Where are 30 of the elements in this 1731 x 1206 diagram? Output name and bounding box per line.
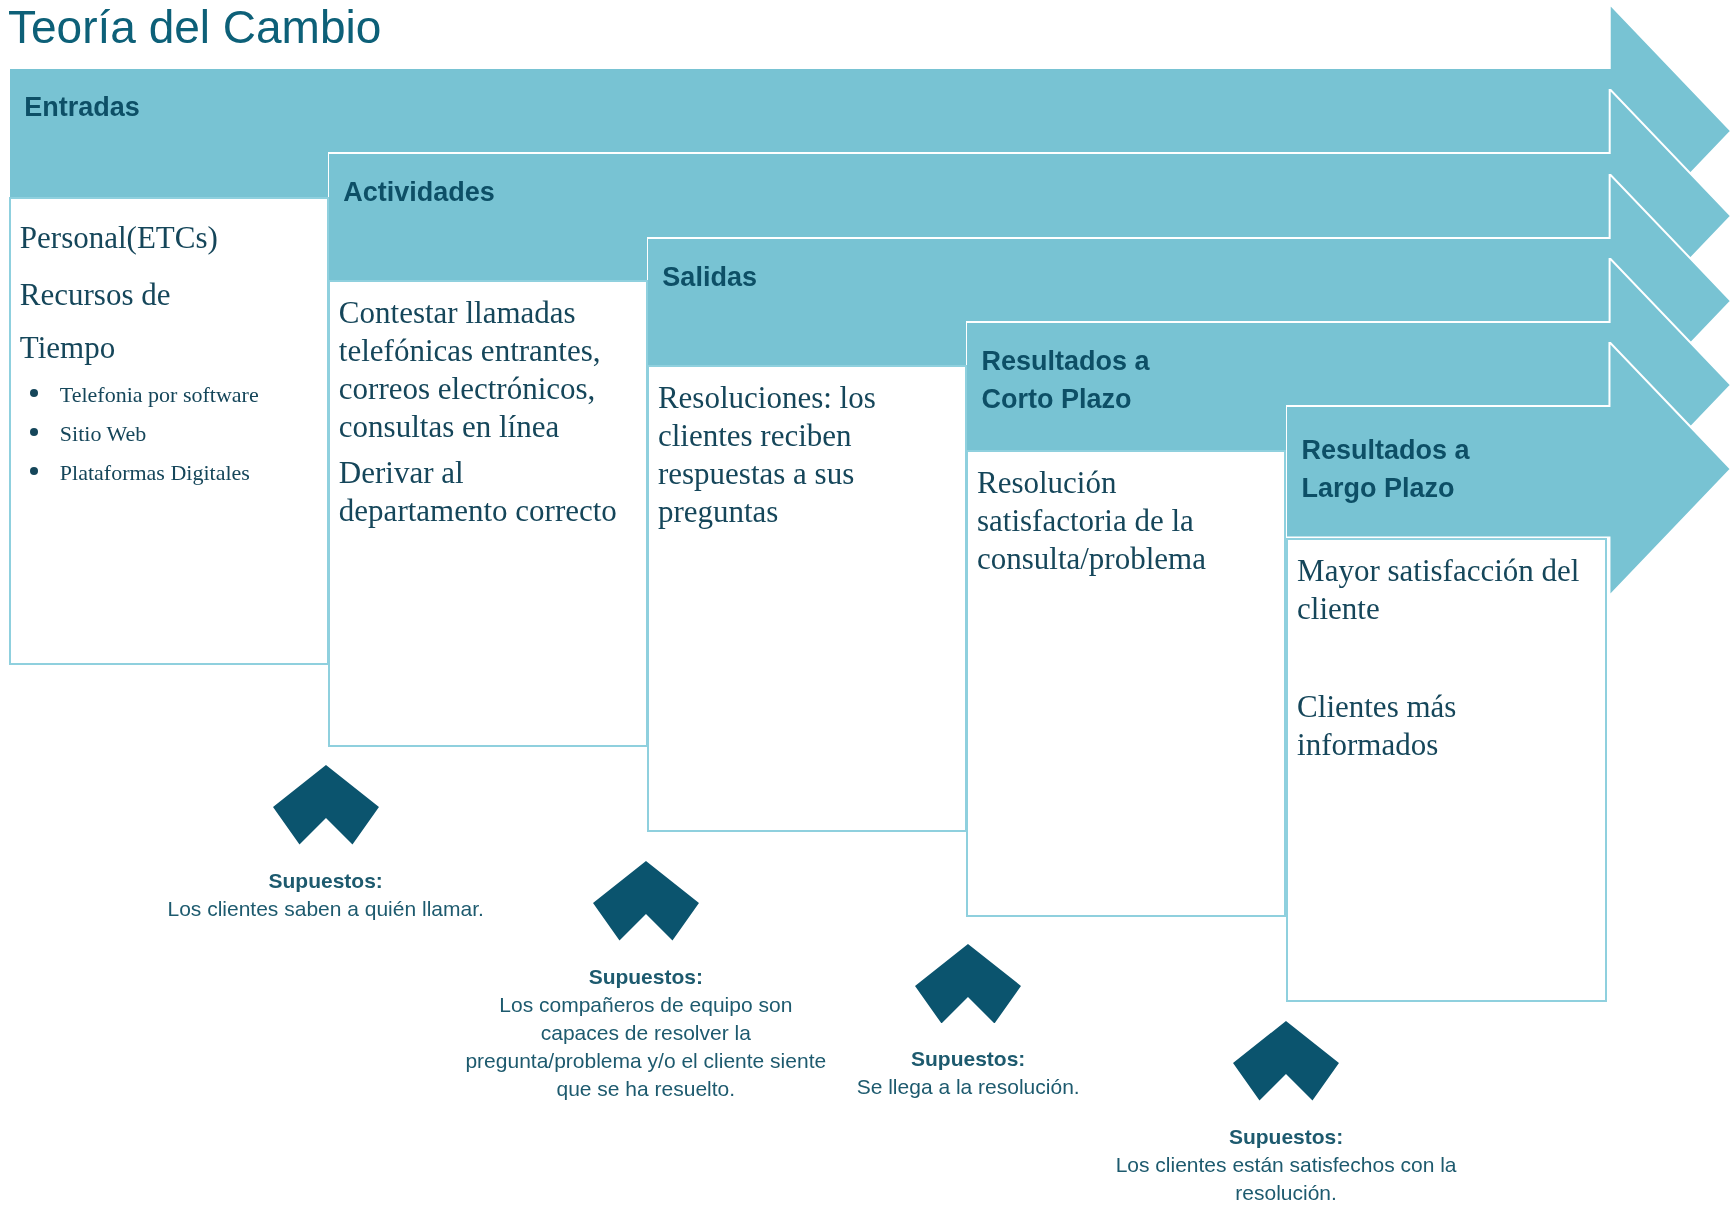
- assumption-heading: Supuestos:: [911, 1046, 1026, 1073]
- list-item: Plataformas Digitales: [59, 458, 250, 487]
- stage-heading: Resultados a Corto Plazo: [981, 345, 1151, 417]
- stage-heading: Entradas: [24, 91, 141, 125]
- body-text: Personal(ETCs): [19, 218, 219, 257]
- body-text: Mayor satisfacción del cliente: [1297, 551, 1581, 628]
- body-text: Derivar al departamento correcto: [338, 454, 618, 531]
- assumption-text: Los clientes están satisfechos con la resolución.: [1114, 1151, 1458, 1206]
- assumption-text: Se llega a la resolución.: [856, 1074, 1080, 1101]
- content-box: [1286, 537, 1608, 1003]
- assumption-text: Los compañeros de equipo son capaces de resolver la pregunta/problema y/o el cliente siente que se ha resuelto.: [464, 991, 828, 1102]
- stage-heading: Salidas: [662, 261, 758, 295]
- body-text: Clientes más informados: [1297, 687, 1458, 764]
- stage-heading: Resultados a Largo Plazo: [1301, 433, 1471, 505]
- content-box: [327, 280, 648, 748]
- assumption-heading: Supuestos:: [588, 963, 703, 990]
- assumption-text: Los clientes saben a quién llamar.: [167, 895, 484, 922]
- content-box: [8, 196, 329, 665]
- body-text: Contestar llamadas telefónicas entrantes, correos electrónicos, consultas en línea: [338, 294, 602, 447]
- title: Teoría del Cambio: [8, 0, 382, 54]
- list-item: Telefonia por software: [59, 380, 259, 409]
- assumption-heading: Supuestos:: [1228, 1123, 1344, 1150]
- body-text: Recursos de Tiempo: [19, 275, 172, 367]
- content-box: [646, 365, 968, 833]
- body-text: Resoluciones: los clientes reciben respuestas a sus preguntas: [657, 379, 877, 532]
- list-item: Sitio Web: [59, 419, 147, 448]
- stage-heading: Actividades: [343, 176, 496, 210]
- content-box: [965, 450, 1287, 918]
- body-text: Resolución satisfactoria de la consulta/problema: [976, 464, 1207, 579]
- assumption-heading: Supuestos:: [268, 867, 383, 894]
